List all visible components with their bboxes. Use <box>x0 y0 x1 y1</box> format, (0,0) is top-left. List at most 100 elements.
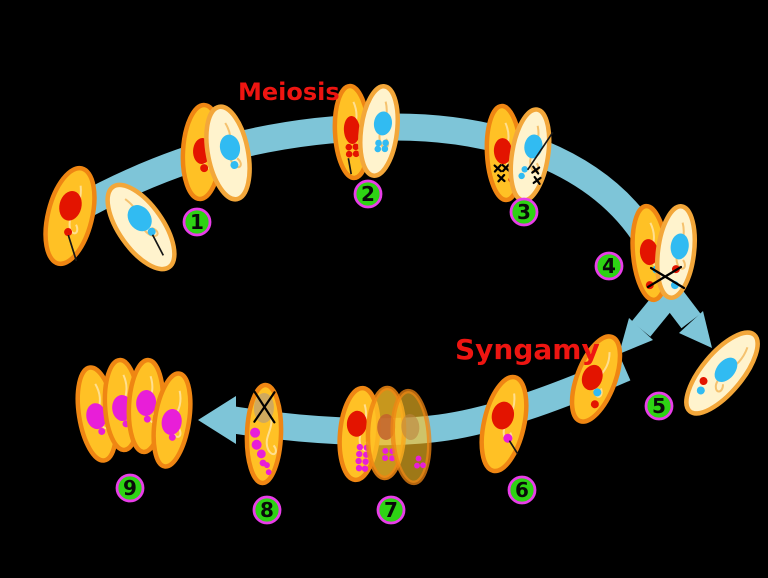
stage-badge-9: 9 <box>115 473 145 503</box>
badge-number: 2 <box>361 182 375 206</box>
macronucleus-x-icon <box>253 390 276 424</box>
fork-arrow-right-head-icon <box>679 311 712 348</box>
macronucleus <box>714 357 738 382</box>
leader-line <box>347 158 353 175</box>
macronucleus <box>373 111 393 136</box>
micronucleus <box>64 228 73 237</box>
stage-badge-7: 7 <box>376 495 406 525</box>
badge-circle <box>182 207 212 237</box>
stage3-cell-cream <box>508 107 554 203</box>
badge-number: 9 <box>123 476 137 500</box>
macronucleus <box>493 138 512 165</box>
micronucleus <box>147 227 156 236</box>
badge-circle <box>376 495 406 525</box>
micronucleus <box>590 400 599 409</box>
micronucleus <box>521 166 528 173</box>
micronucleus <box>356 450 363 458</box>
fork-arrow-left-head-icon <box>619 318 653 354</box>
macronucleus <box>491 401 515 430</box>
macronucleus <box>670 233 689 260</box>
micronucleus <box>699 377 708 386</box>
micronucleus <box>200 164 209 173</box>
stage7-group <box>337 385 432 486</box>
fork-arrow-left-shaft <box>631 288 678 337</box>
start-cell-cream <box>105 182 177 272</box>
leader-line <box>508 440 519 455</box>
stage1-cell-cream <box>204 104 252 202</box>
stage6-cell <box>479 374 529 474</box>
stage9-cell-4 <box>151 371 193 469</box>
micronucleus <box>375 139 382 147</box>
micronucleus <box>420 462 426 469</box>
macronucleus <box>127 205 152 232</box>
start-cell-orange <box>43 165 97 267</box>
stage5-cell-cream-exconjugant <box>684 330 760 416</box>
micronucleus <box>382 447 389 454</box>
degenerating-micronucleus-x-icon <box>493 163 511 183</box>
micronucleus <box>356 443 364 451</box>
stage5-cell-orange-exconjugant <box>569 334 623 424</box>
macronucleus <box>161 409 182 435</box>
stage-badge-1: 1 <box>182 207 212 237</box>
badge-number: 3 <box>517 200 531 224</box>
leader-line <box>151 234 165 256</box>
stage2-pair <box>332 83 400 181</box>
badge-circle <box>594 251 624 281</box>
badge-number: 4 <box>602 254 616 278</box>
micronucleus <box>362 458 369 465</box>
badge-circle <box>644 391 674 421</box>
micronucleus <box>415 455 422 462</box>
syngamy-label: Syngamy <box>455 333 600 366</box>
stage4-pair <box>630 203 697 303</box>
badge-number: 1 <box>190 210 204 234</box>
macronucleus <box>86 403 107 430</box>
badge-circle <box>252 495 282 525</box>
cycle-arrowhead-icon <box>198 396 236 444</box>
micronucleus <box>250 427 261 438</box>
micronucleus <box>361 465 369 472</box>
stage-badge-8: 8 <box>252 495 282 525</box>
degenerating-micronucleus-x-icon <box>531 165 542 185</box>
badge-circle <box>509 197 539 227</box>
macronucleus <box>581 364 603 391</box>
badge-circle <box>507 475 537 505</box>
stage8-cell <box>244 382 284 486</box>
macronucleus <box>401 414 420 441</box>
macronucleus <box>136 390 157 416</box>
leader-line <box>67 234 78 262</box>
stage1-pair <box>180 102 252 202</box>
stage-badge-6: 6 <box>507 475 537 505</box>
stage3-pair <box>484 103 554 203</box>
micronucleus <box>230 160 239 169</box>
micronucleus <box>263 462 270 469</box>
micronucleus <box>256 449 266 459</box>
micronucleus <box>168 433 176 441</box>
micronucleus <box>593 388 602 397</box>
micronucleus <box>352 150 360 158</box>
macronucleus <box>343 116 360 144</box>
badge-number: 8 <box>260 498 274 522</box>
stage-badge-5: 5 <box>644 391 674 421</box>
micronucleus <box>696 386 705 395</box>
micronucleus <box>381 145 389 153</box>
micronucleus <box>98 427 106 435</box>
stage-badge-2: 2 <box>353 179 383 209</box>
stage-badge-3: 3 <box>509 197 539 227</box>
leader-line <box>526 131 554 171</box>
stage-badge-4: 4 <box>594 251 624 281</box>
macronucleus <box>59 191 82 221</box>
micronucleus <box>355 457 362 465</box>
micronucleus <box>345 150 353 158</box>
meiosis-label: Meiosis <box>238 78 340 106</box>
micronucleus <box>352 143 360 151</box>
micronucleus-exchange-cross-icon <box>646 265 686 290</box>
stage7-cell-3 <box>390 388 432 486</box>
micronucleus <box>414 462 420 469</box>
badge-number: 5 <box>652 394 666 418</box>
stage9-group <box>75 357 193 469</box>
badge-circle <box>353 179 383 209</box>
macronucleus <box>524 134 543 159</box>
macronucleus <box>219 134 241 161</box>
